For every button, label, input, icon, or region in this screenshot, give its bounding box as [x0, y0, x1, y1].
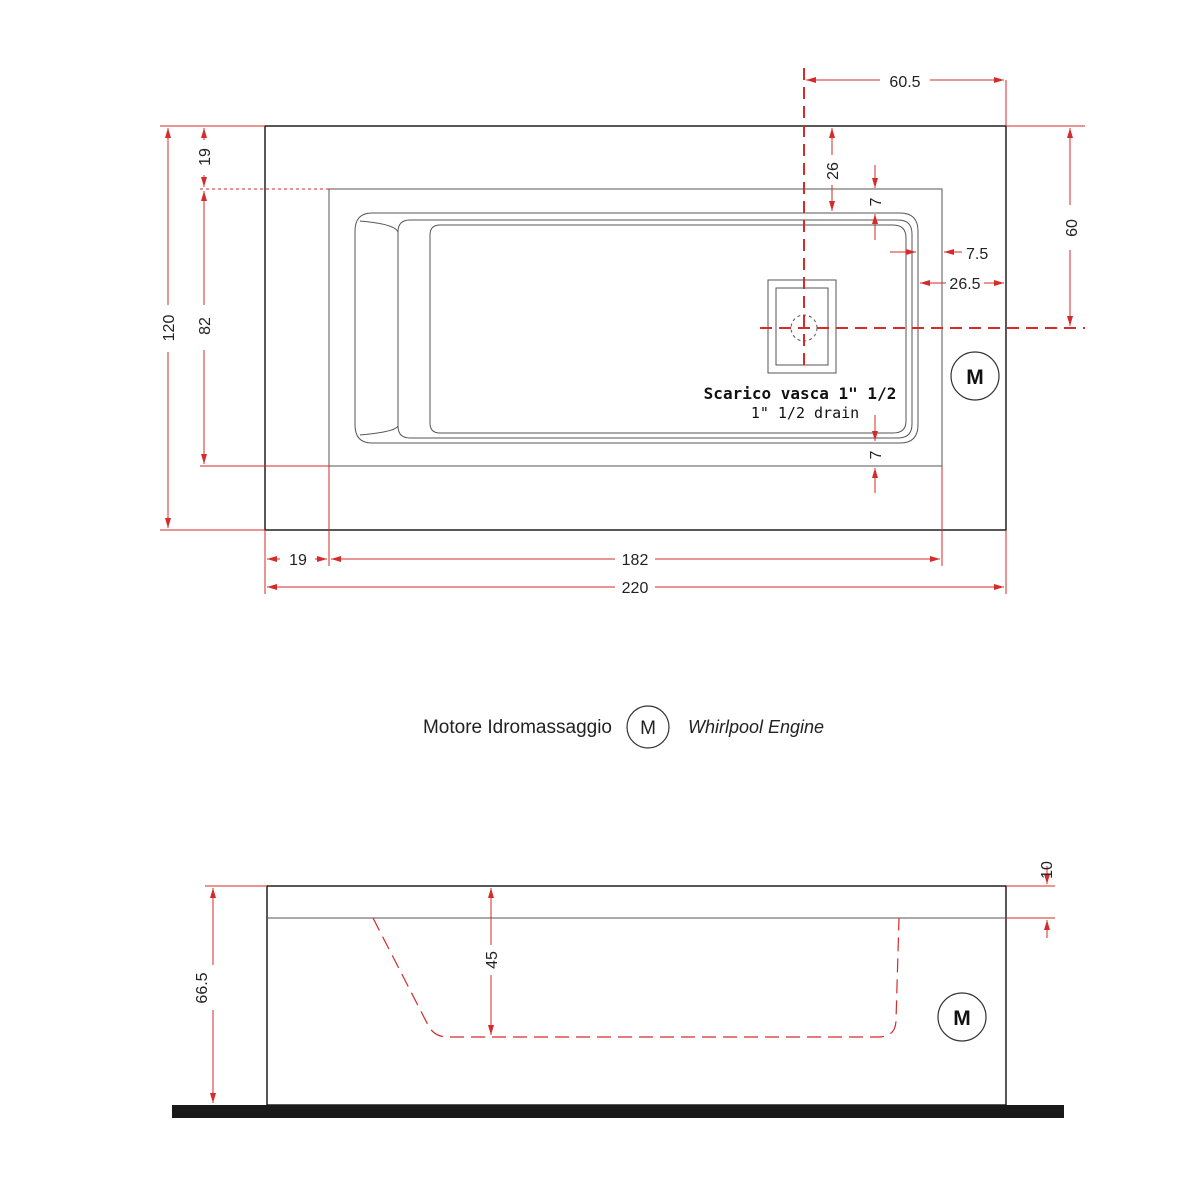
dim-rim-offset-bottom: 7 [868, 415, 885, 493]
basin-inner-outline [397, 219, 913, 439]
dim-left-margin-label: 19 [289, 552, 307, 569]
basin-outer-outline [354, 212, 919, 444]
legend: Motore Idromassaggio M Whirlpool Engine [423, 705, 824, 749]
basin-floor-outline [429, 224, 907, 434]
dim-width-inner: 19 182 [264, 466, 943, 594]
side-view: M 66.5 45 10 [172, 861, 1064, 1118]
floor-bar [172, 1105, 1064, 1118]
dim-width-total-label: 220 [622, 580, 649, 597]
side-motor-label: M [953, 1007, 971, 1030]
basin-profile-hidden [372, 917, 900, 1038]
headrest-slope-bottom [359, 425, 399, 436]
dim-rim-offset-right-label: 7.5 [966, 246, 988, 263]
dim-side-height: 66.5 [194, 885, 267, 1103]
dim-depth-label: 45 [484, 951, 501, 969]
motor-symbol-label: M [966, 366, 984, 389]
dim-rim-label: 10 [1039, 861, 1056, 879]
dim-top-margin: 19 [197, 128, 329, 190]
drain-label-en: 1" 1/2 drain [751, 404, 859, 422]
dim-rim-offset-top-label: 7 [868, 197, 885, 206]
dim-drain-from-top-label: 60 [1064, 219, 1081, 237]
drain-box-inner [775, 287, 829, 366]
tub-outer-outline [264, 125, 1007, 531]
dim-rim-offset-bottom-label: 7 [868, 450, 885, 459]
dim-drain-x: 26.5 [920, 276, 1004, 293]
legend-label-en: Whirlpool Engine [688, 717, 824, 737]
legend-label-it: Motore Idromassaggio [423, 717, 612, 738]
dim-height-inner-label: 82 [197, 317, 214, 335]
side-body-outline [266, 885, 1007, 1106]
tub-rim-outline [328, 188, 943, 467]
dim-drain-x-label: 26.5 [949, 276, 980, 293]
dim-rim-to-drain-label: 26 [825, 162, 842, 180]
dim-rim: 10 [1006, 861, 1056, 938]
dim-rim-offset-right: 7.5 [890, 246, 988, 263]
side-motor-circle [937, 992, 987, 1042]
drain-box-outer [767, 279, 837, 374]
headrest-slope-top [359, 220, 399, 233]
legend-motor-circle [626, 705, 670, 749]
dim-drain-from-top: 60 [1006, 125, 1085, 326]
legend-motor-symbol: M [640, 718, 656, 739]
dim-width-inner-label: 182 [622, 552, 649, 569]
dim-depth: 45 [484, 888, 501, 1035]
dim-rim-offset-top: 7 [868, 165, 885, 240]
dim-drain-from-right-label: 60.5 [889, 74, 920, 91]
dim-drain-from-right: 60.5 [806, 74, 1007, 126]
dim-width-total: 220 [267, 530, 1007, 597]
drain-label-it: Scarico vasca 1" 1/2 [704, 384, 897, 403]
dim-side-height-label: 66.5 [194, 972, 211, 1003]
plan-view: Scarico vasca 1" 1/2 1" 1/2 drain M 60.5… [160, 68, 1085, 597]
dim-height-total-label: 120 [161, 315, 178, 342]
dim-top-margin-label: 19 [197, 148, 214, 166]
dim-height-total: 120 [160, 125, 265, 531]
motor-symbol-circle [950, 351, 1000, 401]
dim-rim-to-drain: 26 [825, 128, 842, 211]
dim-height-inner: 82 [197, 191, 329, 467]
